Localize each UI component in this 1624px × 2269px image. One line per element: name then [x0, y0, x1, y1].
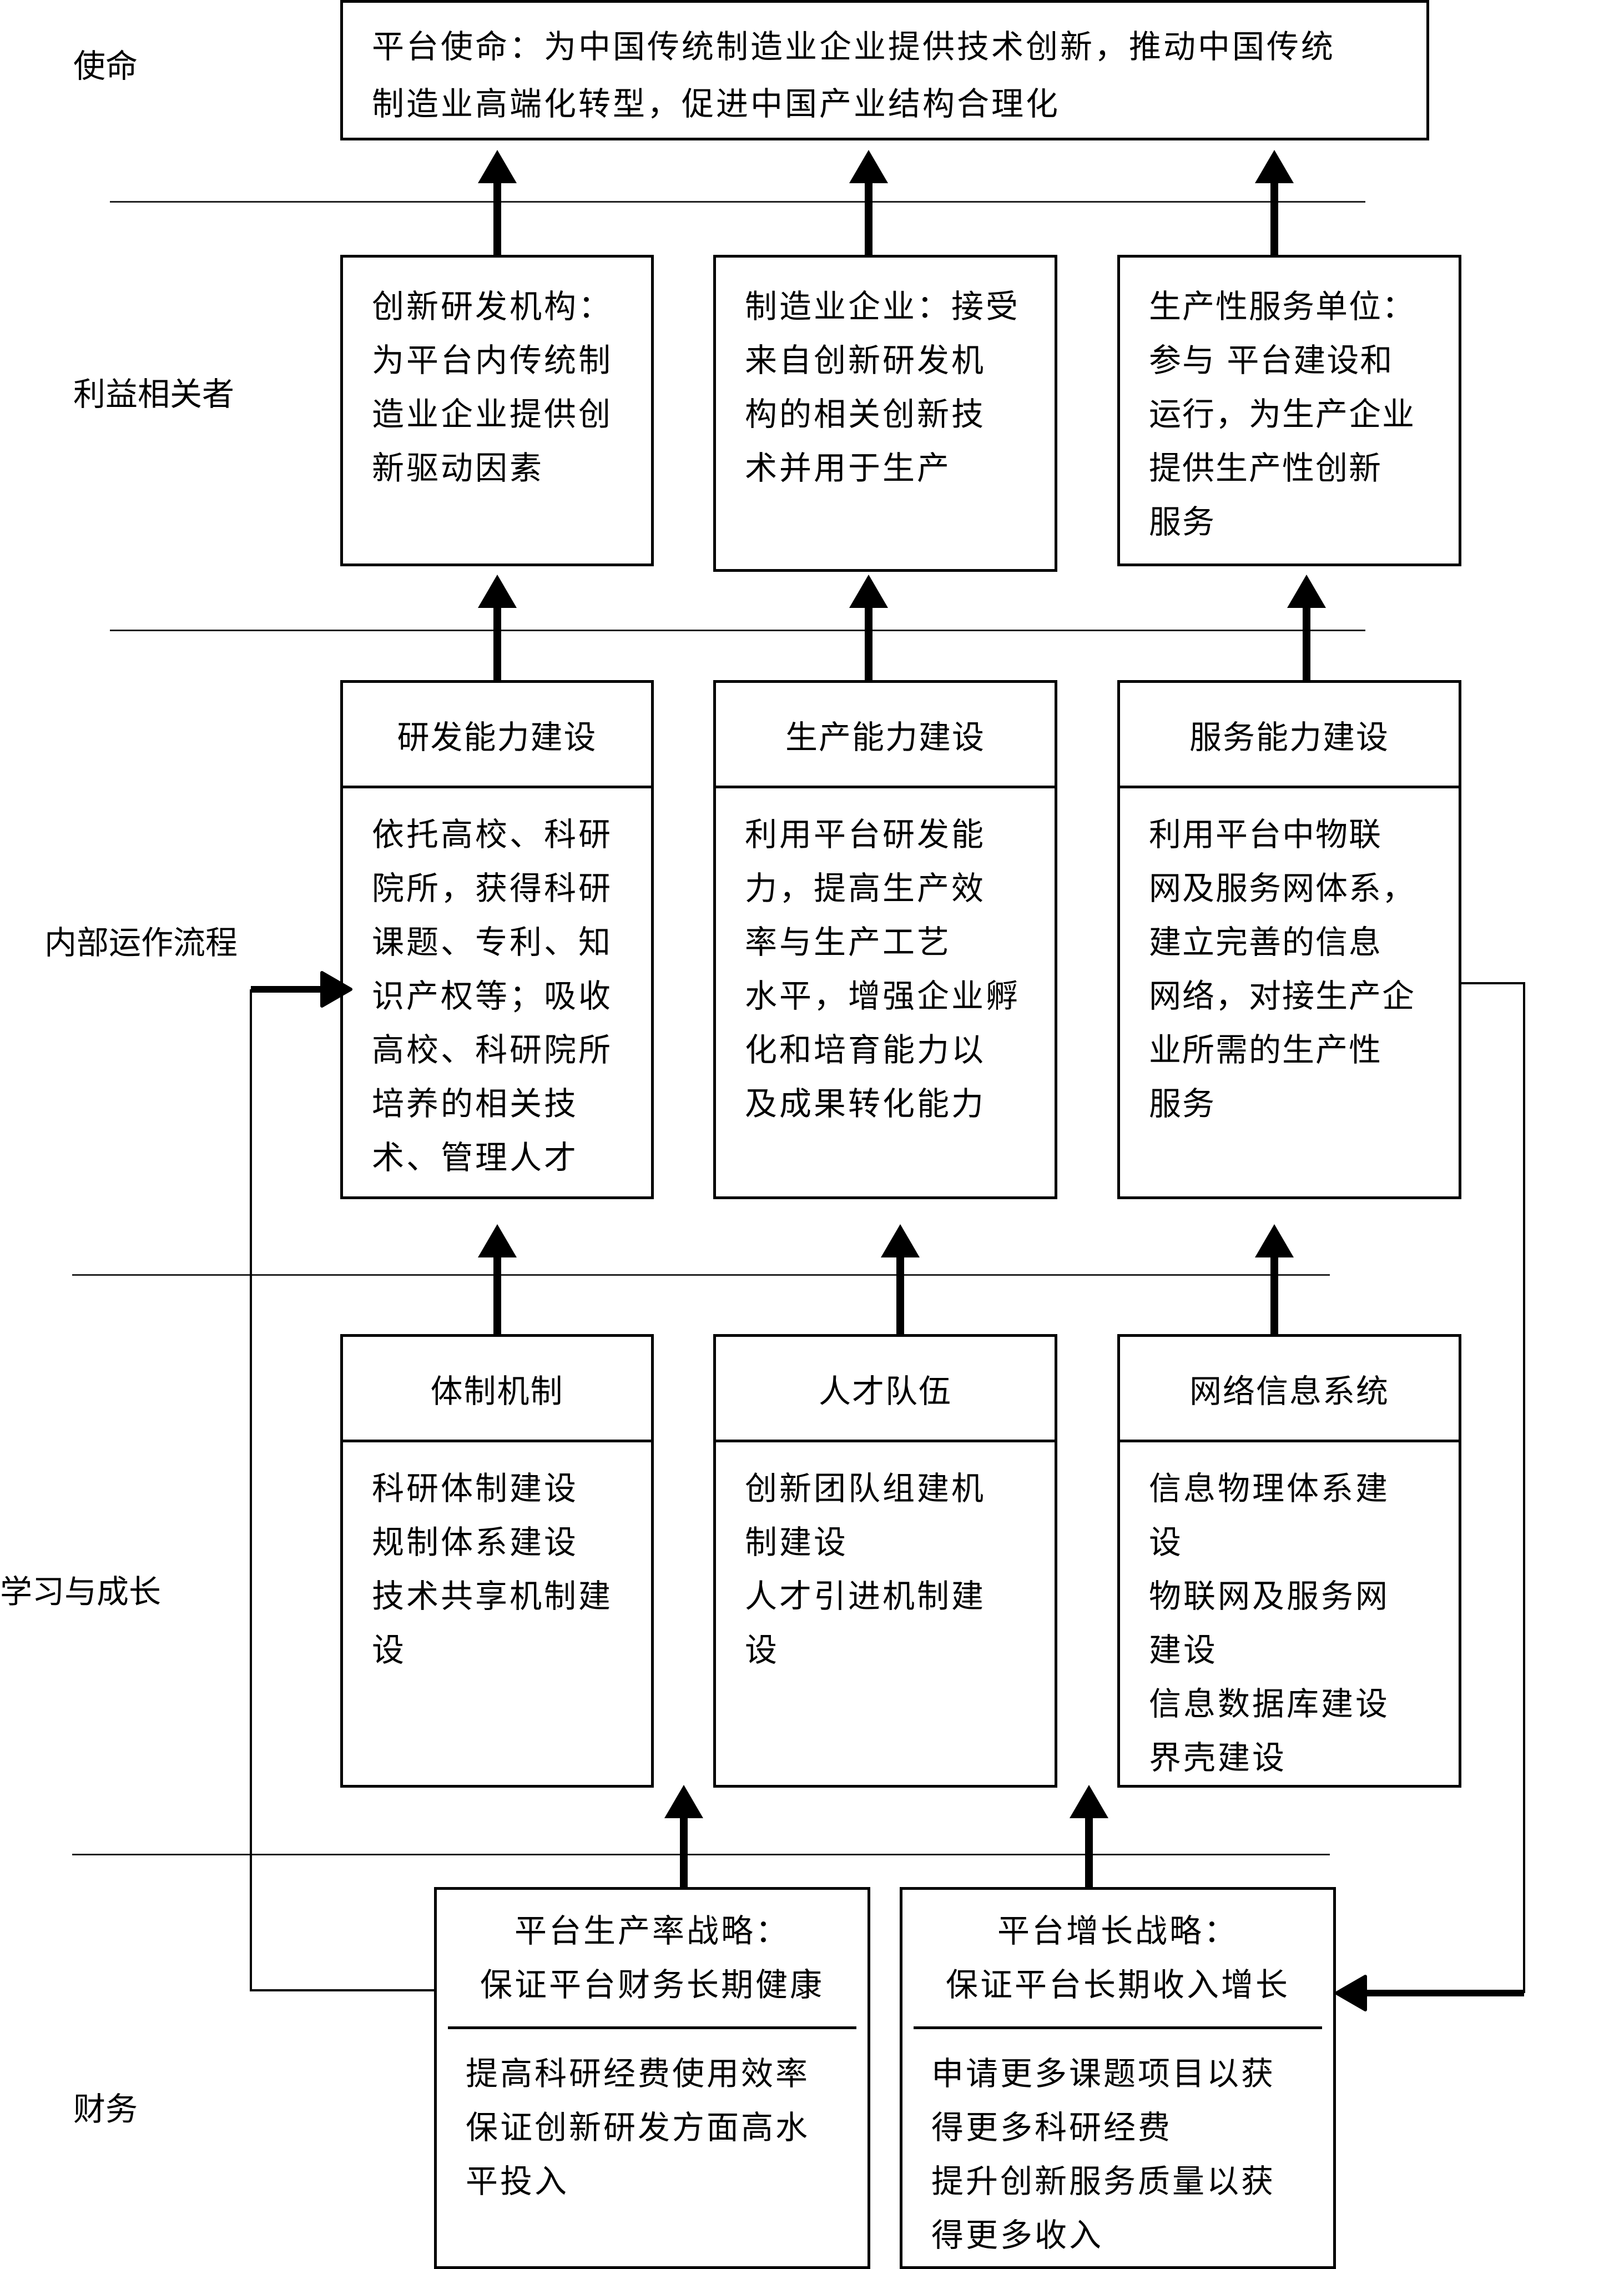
- learning-box-talent: 人才队伍 创新团队组建机 制建设 人才引进机制建 设: [713, 1334, 1057, 1788]
- stakeholder-text-service: 生产性服务单位： 参与 平台建设和 运行，为生产企业 提供生产性创新 服务: [1149, 288, 1416, 541]
- separator-learning: [72, 1854, 1330, 1855]
- separator-stakeholders: [110, 630, 1365, 631]
- arrow-head-learning-institution-up: [478, 1224, 517, 1257]
- loop-head-productivity-to-rd: [320, 971, 352, 1008]
- internal-title-rd: 研发能力建设: [343, 683, 651, 788]
- internal-text-production: 利用平台研发能 力，提高生产效 率与生产工艺 水平，增强企业孵 化和培育能力以 …: [745, 816, 1021, 1123]
- learning-title-talent: 人才队伍: [716, 1337, 1055, 1442]
- learning-text-talent: 创新团队组建机 制建设 人才引进机制建 设: [745, 1470, 986, 1669]
- learning-box-network: 网络信息系统 信息物理体系建 设 物联网及服务网 建设 信息数据库建设 界壳建设: [1117, 1334, 1461, 1788]
- arrow-head-rd-to-mission: [478, 150, 517, 183]
- learning-text-institution: 科研体制建设 规制体系建设 技术共享机制建 设: [372, 1470, 613, 1669]
- arrow-head-finance-productivity-up: [664, 1785, 703, 1818]
- arrow-head-learning-network-up: [1255, 1224, 1294, 1257]
- stakeholder-text-rd: 创新研发机构： 为平台内传统制 造业企业提供创 新驱动因素: [372, 288, 613, 487]
- stakeholder-box-service: 生产性服务单位： 参与 平台建设和 运行，为生产企业 提供生产性创新 服务: [1117, 255, 1461, 566]
- stakeholder-text-manufacturer: 制造业企业：接受 来自创新研发机 构的相关创新技 术并用于生产: [745, 288, 1021, 487]
- internal-title-service: 服务能力建设: [1120, 683, 1459, 788]
- finance-text-growth: 申请更多课题项目以获 得更多科研经费 提升创新服务质量以获 得更多收入: [931, 2055, 1276, 2254]
- arrow-head-finance-growth-up: [1070, 1785, 1108, 1818]
- mission-text: 平台使命：为中国传统制造业企业提供技术创新，推动中国传统 制造业高端化转型，促进…: [372, 28, 1336, 123]
- finance-title-productivity: 平台生产率战略： 保证平台财务长期健康: [448, 1890, 856, 2029]
- separator-mission: [110, 201, 1365, 203]
- internal-box-service: 服务能力建设 利用平台中物联 网及服务网体系， 建立完善的信息 网络，对接生产企…: [1117, 680, 1461, 1199]
- row-label-mission: 使命: [73, 47, 138, 85]
- internal-box-production: 生产能力建设 利用平台研发能 力，提高生产效 率与生产工艺 水平，增强企业孵 化…: [713, 680, 1057, 1199]
- learning-title-network: 网络信息系统: [1120, 1337, 1459, 1442]
- loop-head-service-to-growth: [1335, 1975, 1367, 2011]
- internal-text-service: 利用平台中物联 网及服务网体系， 建立完善的信息 网络，对接生产企 业所需的生产…: [1149, 816, 1416, 1123]
- arrow-head-learning-talent-up: [881, 1224, 920, 1257]
- stakeholder-box-rd: 创新研发机构： 为平台内传统制 造业企业提供创 新驱动因素: [340, 255, 654, 566]
- row-label-internal-process: 内部运作流程: [44, 924, 238, 962]
- stakeholder-box-manufacturer: 制造业企业：接受 来自创新研发机 构的相关创新技 术并用于生产: [713, 255, 1057, 572]
- arrow-head-internal-rd-up: [478, 575, 517, 608]
- finance-box-growth: 平台增长战略： 保证平台长期收入增长 申请更多课题项目以获 得更多科研经费 提升…: [900, 1887, 1336, 2269]
- mission-box: 平台使命：为中国传统制造业企业提供技术创新，推动中国传统 制造业高端化转型，促进…: [340, 0, 1429, 140]
- finance-box-productivity: 平台生产率战略： 保证平台财务长期健康 提高科研经费使用效率 保证创新研发方面高…: [434, 1887, 870, 2269]
- finance-text-productivity: 提高科研经费使用效率 保证创新研发方面高水 平投入: [466, 2055, 810, 2200]
- arrow-head-service-to-mission: [1255, 150, 1294, 183]
- learning-title-institution: 体制机制: [343, 1337, 651, 1442]
- arrow-head-manufacturer-to-mission: [849, 150, 888, 183]
- internal-box-rd: 研发能力建设 依托高校、科研 院所，获得科研 课题、专利、知 识产权等；吸收 高…: [340, 680, 654, 1199]
- internal-text-rd: 依托高校、科研 院所，获得科研 课题、专利、知 识产权等；吸收 高校、科研院所 …: [372, 816, 613, 1176]
- arrow-head-internal-service-up: [1287, 575, 1326, 608]
- internal-title-production: 生产能力建设: [716, 683, 1055, 788]
- loop-service-to-growth: [1461, 982, 1525, 1993]
- row-label-learning-growth: 学习与成长: [0, 1573, 162, 1611]
- loop-productivity-to-rd: [250, 989, 434, 1991]
- finance-title-growth: 平台增长战略： 保证平台长期收入增长: [914, 1890, 1322, 2029]
- separator-internal: [72, 1274, 1330, 1276]
- row-label-finance: 财务: [73, 2090, 138, 2128]
- arrow-head-internal-production-up: [849, 575, 888, 608]
- learning-text-network: 信息物理体系建 设 物联网及服务网 建设 信息数据库建设 界壳建设: [1149, 1470, 1390, 1777]
- learning-box-institution: 体制机制 科研体制建设 规制体系建设 技术共享机制建 设: [340, 1334, 654, 1788]
- row-label-stakeholders: 利益相关者: [73, 375, 235, 413]
